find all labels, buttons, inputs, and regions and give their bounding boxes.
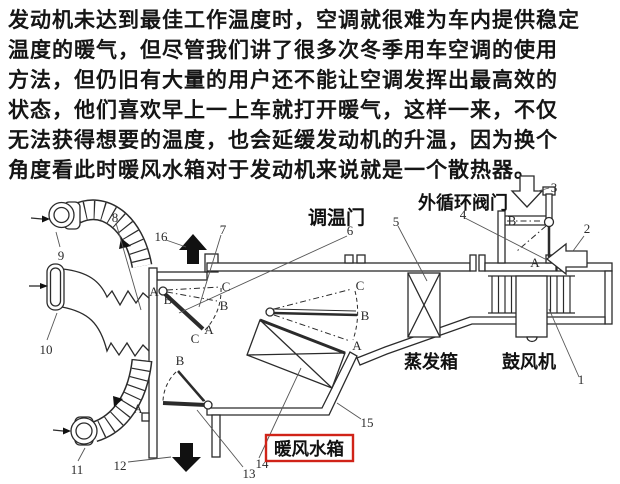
door-position-letter: A [352,338,362,353]
blower-label: 鼓风机 [502,351,556,372]
part-number-1: 1 [578,372,585,387]
door-position-letter: B [164,292,173,307]
door-position-letter: C [191,331,200,346]
downflow-black-arrow-icon [172,443,201,472]
door-position-letter: B [361,308,370,323]
part-number-13: 13 [243,466,256,481]
temp-door-label: 调温门 [308,206,365,229]
door-position-letter: C [222,279,231,294]
upper-round-vent [30,201,81,230]
door-position-letter: A [149,284,159,299]
inflow-arrow-icon [63,427,71,435]
part-number-7: 7 [220,222,227,237]
part-number-3: 3 [551,180,558,195]
outer-circulation-valve-label: 外循环阀门 [418,192,508,213]
upper-duct-hose [71,199,153,269]
outer-circulation-valve [505,186,556,257]
part-numbers: 1 2 3 4 5 6 7 8 9 10 11 12 13 14 15 16 [40,180,591,481]
part-number-4: 4 [460,207,467,222]
heater-core-label: 暖风水箱 [274,439,344,459]
intro-paragraph: 发动机未达到最佳工作温度时，空调就很难为车内提供稳定 温度的暖气，但尽管我们讲了… [8,6,612,186]
paragraph-line: 无法获得想要的温度，也会延缓发动机的升温，因为换个 [8,129,558,152]
part-number-9: 9 [58,248,65,263]
evaporator-label: 蒸发箱 [404,351,458,372]
lower-duct-hose [90,358,153,443]
part-number-5: 5 [393,214,400,229]
paragraph-line: 温度的暖气，但尽管我们讲了很多次冬季用车空调的使用 [8,39,558,62]
door-position-letters: A B C B A C B A C B A B A [133,213,540,416]
paragraph-line: 发动机未达到最佳工作温度时，空调就很难为车内提供稳定 [8,9,580,32]
fresh-air-funnel [61,268,151,358]
upflow-black-arrow-icon [179,234,207,264]
flow-arrow-icon [119,238,131,249]
door-position-letter: B [176,353,185,368]
part-number-10: 10 [40,342,53,357]
heater-core [246,318,346,389]
door-position-letter: A [133,401,143,416]
flow-arrow-icon [113,396,123,407]
door-position-letter: B [220,298,229,313]
door-position-letter: B [508,213,517,228]
outside-air-down-arrow-icon [510,175,544,208]
blower [488,275,575,343]
door-position-letter: A [204,322,214,337]
inflow-arrow-icon [42,215,50,223]
door-position-letter: C [356,278,365,293]
heater-core-door [265,288,359,342]
heater-core-highlight-box [264,433,355,463]
paragraph-line: 状态，他们喜欢早上一上车就打开暖气，这样一来，不仅 [8,99,558,122]
housing-walls [61,210,613,459]
paragraph-line: 方法，但仍旧有大量的用户还不能让空调发挥出最高效的 [8,69,558,92]
part-number-11: 11 [71,462,84,477]
part-number-12: 12 [114,458,127,473]
recirculation-left-arrow-icon [545,242,588,276]
part-number-8: 8 [112,210,119,225]
part-number-6: 6 [347,223,354,238]
part-number-16: 16 [155,229,169,244]
oval-vent [29,263,65,311]
leader-lines [46,187,585,468]
lower-round-vent [52,416,98,446]
evaporator [407,272,441,338]
component-labels: 调温门 外循环阀门 蒸发箱 鼓风机 暖风水箱 [264,192,556,463]
door-position-letter: A [530,255,540,270]
lower-blend-door [162,370,213,410]
part-number-15: 15 [361,415,374,430]
inflow-arrow-icon [40,283,48,289]
paragraph-line: 角度看此时暖风水箱对于发动机来说就是一个散热器。 [8,159,536,182]
part-number-2: 2 [584,221,591,236]
